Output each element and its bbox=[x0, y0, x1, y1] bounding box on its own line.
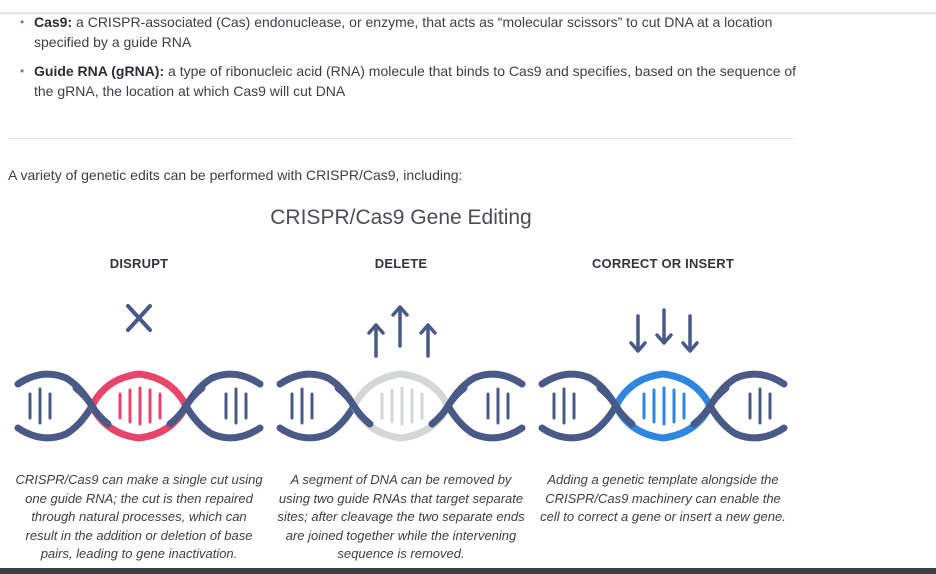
dna-strand bbox=[166, 384, 206, 428]
dna-helix-icon bbox=[276, 370, 526, 442]
dna-strand bbox=[350, 370, 452, 410]
edit-column-correct-insert: CORRECT OR INSERT Adding a genetic templ… bbox=[538, 256, 788, 524]
bullet-icon: • bbox=[20, 15, 25, 29]
dna-strand bbox=[612, 370, 714, 410]
term-definition: a CRISPR-associated (Cas) endonuclease, … bbox=[34, 14, 773, 50]
arrows-up-icon bbox=[367, 305, 437, 358]
browser-top-bar bbox=[0, 0, 936, 14]
taskbar-edge bbox=[0, 568, 936, 574]
column-description: CRISPR/Cas9 can make a single cut using … bbox=[15, 472, 263, 561]
dna-strand bbox=[444, 402, 526, 442]
dna-strand bbox=[72, 384, 112, 428]
dna-strand bbox=[596, 384, 636, 428]
list-item: • Guide RNA (gRNA): a type of ribonuclei… bbox=[20, 61, 800, 101]
arrows-down-icon bbox=[629, 308, 699, 353]
edit-column-disrupt: DISRUPT CRISPR/Cas9 can make a single cu… bbox=[14, 256, 264, 561]
dna-helix-icon bbox=[538, 370, 788, 442]
dna-strand bbox=[706, 402, 788, 442]
bullet-icon: • bbox=[20, 64, 25, 78]
dna-strand bbox=[88, 370, 190, 410]
x-mark-icon bbox=[126, 304, 152, 332]
dna-strand bbox=[690, 384, 730, 428]
dna-helix-icon bbox=[14, 370, 264, 442]
column-heading: DISRUPT bbox=[109, 256, 169, 271]
intro-text: A variety of genetic edits can be perfor… bbox=[8, 167, 463, 183]
column-heading: CORRECT OR INSERT bbox=[591, 256, 735, 271]
dna-strand bbox=[428, 384, 468, 428]
column-description: A segment of DNA can be removed by using… bbox=[277, 472, 525, 561]
term-label: Guide RNA (gRNA): bbox=[34, 63, 165, 79]
dna-strand bbox=[276, 402, 358, 442]
figure-title: CRISPR/Cas9 Gene Editing bbox=[270, 206, 532, 229]
edit-column-delete: DELETE A segment of DNA can be removed b… bbox=[276, 256, 526, 561]
dna-strand bbox=[538, 402, 620, 442]
list-item: • Cas9: a CRISPR-associated (Cas) endonu… bbox=[20, 12, 800, 52]
dna-strand bbox=[14, 402, 96, 442]
section-divider bbox=[8, 138, 794, 139]
dna-strand bbox=[334, 384, 374, 428]
column-heading: DELETE bbox=[374, 256, 428, 271]
term-label: Cas9: bbox=[34, 14, 73, 30]
term-definition: a type of ribonucleic acid (RNA) molecul… bbox=[34, 63, 797, 99]
dna-strand bbox=[182, 402, 264, 442]
column-description: Adding a genetic template alongside the … bbox=[540, 472, 786, 524]
definition-list: • Cas9: a CRISPR-associated (Cas) endonu… bbox=[20, 12, 800, 110]
